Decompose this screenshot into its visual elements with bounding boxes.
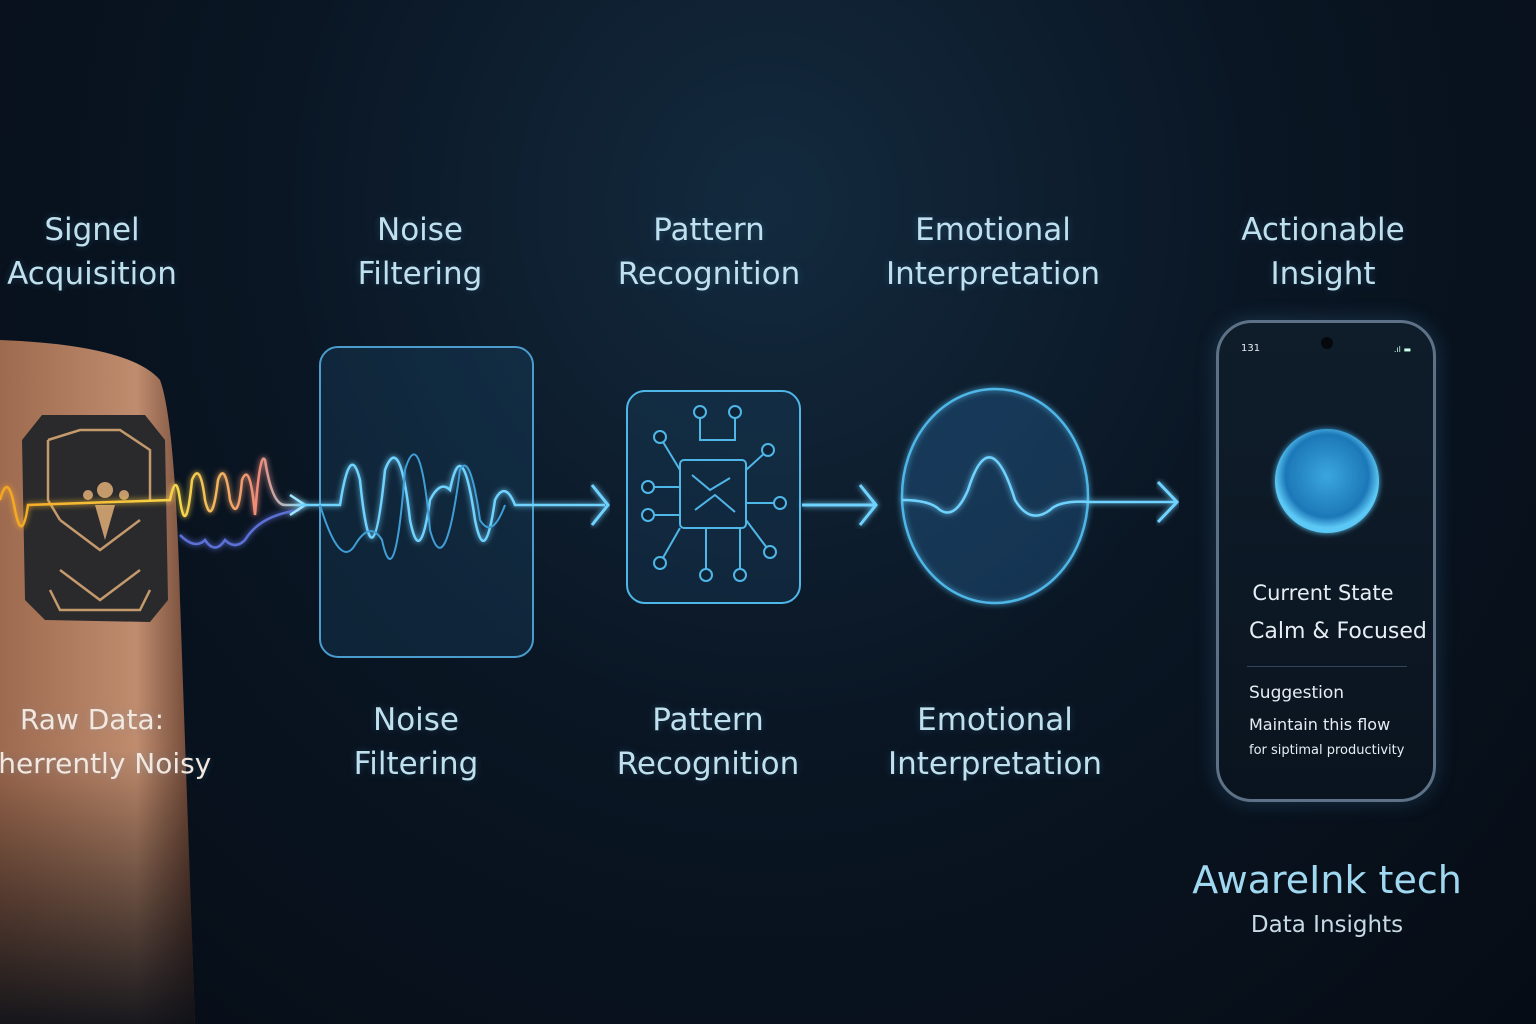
status-time: 131 (1241, 343, 1261, 354)
suggestion-line-1: Maintain this flow (1249, 715, 1391, 734)
brand-name: AwareInk tech (1192, 858, 1462, 902)
label-line: Interpretation (887, 746, 1103, 782)
label-line: Emotional (915, 212, 1071, 248)
camera-notch (1321, 337, 1333, 349)
noise-filter-block (300, 346, 610, 658)
label-line: Filtering (357, 256, 483, 292)
current-state-value: Calm & Focused (1249, 619, 1427, 644)
signal-battery-icon: .ıl ▬ (1393, 345, 1411, 354)
label-line: Noise (373, 702, 459, 738)
label-line: Raw Data: (19, 703, 165, 736)
label-line: Noise (377, 212, 463, 248)
suggestion-line-2: for siptimal productivity (1249, 743, 1405, 758)
label-line: Recognition (617, 256, 801, 292)
label-line: Pattern (652, 702, 764, 738)
label-line: Interpretation (885, 256, 1101, 292)
emotional-interpretation-circle (900, 387, 1180, 605)
label-line: Signel (44, 212, 140, 248)
label-line: Emotional (917, 702, 1073, 738)
label-line: Pattern (653, 212, 765, 248)
smartphone: 131 .ıl ▬ Current State Calm & Focused S… (1216, 320, 1436, 802)
label-line: Filtering (353, 746, 479, 782)
state-orb (1275, 429, 1379, 533)
label-line: Acquisition (7, 256, 177, 292)
label-line: Insight (1270, 256, 1376, 292)
current-state-label: Current State (1252, 581, 1394, 605)
arm-with-sensor-patch (0, 340, 195, 1024)
label-line: inherrently Noisy (0, 747, 212, 780)
brand-tagline: Data Insights (1250, 912, 1404, 938)
pattern-recognition-chip (626, 390, 878, 604)
stage-label-bottom-1: Raw Data: inherrently Noisy (0, 698, 211, 786)
label-line: Actionable (1241, 212, 1405, 248)
label-line: Recognition (616, 746, 800, 782)
suggestion-label: Suggestion (1249, 683, 1345, 703)
divider (1247, 666, 1407, 667)
